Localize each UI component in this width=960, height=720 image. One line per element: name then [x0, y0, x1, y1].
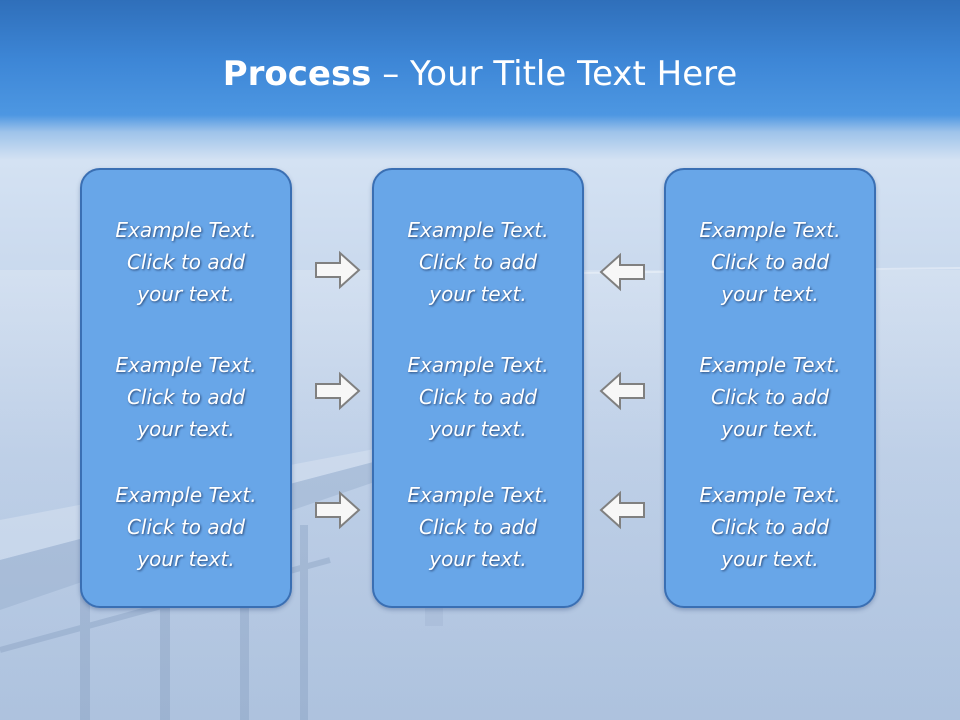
arrow-right-icon [315, 371, 361, 411]
title-bold: Process [222, 54, 372, 94]
text-line: your text. [429, 417, 527, 441]
text-block[interactable]: Example Text. Click to add your text. [374, 479, 582, 575]
arrow-left-icon [599, 371, 645, 411]
text-line: Example Text. [699, 218, 841, 242]
arrow-right-icon [315, 250, 361, 290]
text-line: Example Text. [699, 353, 841, 377]
text-line: Click to add [710, 515, 830, 539]
text-line: Click to add [126, 385, 246, 409]
text-block[interactable]: Example Text. Click to add your text. [82, 349, 290, 445]
title-rest: – Your Title Text Here [371, 54, 738, 94]
text-line: Click to add [418, 515, 538, 539]
arrow-right-icon [315, 490, 361, 530]
text-line: Click to add [126, 250, 246, 274]
text-line: Example Text. [115, 483, 257, 507]
text-line: your text. [137, 282, 235, 306]
center-panel[interactable]: Example Text. Click to add your text. Ex… [372, 168, 584, 608]
text-line: Example Text. [699, 483, 841, 507]
text-line: Click to add [710, 385, 830, 409]
slide-title: Process – Your Title Text Here [0, 50, 960, 98]
text-line: Example Text. [407, 218, 549, 242]
text-line: Example Text. [407, 353, 549, 377]
text-line: Example Text. [115, 218, 257, 242]
text-block[interactable]: Example Text. Click to add your text. [374, 349, 582, 445]
text-line: your text. [721, 547, 819, 571]
arrow-left-icon [599, 252, 645, 292]
text-line: your text. [137, 417, 235, 441]
text-block[interactable]: Example Text. Click to add your text. [82, 214, 290, 310]
text-line: Example Text. [407, 483, 549, 507]
text-line: Click to add [710, 250, 830, 274]
text-line: your text. [721, 417, 819, 441]
text-line: Click to add [418, 385, 538, 409]
text-line: your text. [429, 547, 527, 571]
text-block[interactable]: Example Text. Click to add your text. [666, 214, 874, 310]
text-block[interactable]: Example Text. Click to add your text. [666, 349, 874, 445]
text-line: your text. [429, 282, 527, 306]
text-line: Click to add [126, 515, 246, 539]
right-panel[interactable]: Example Text. Click to add your text. Ex… [664, 168, 876, 608]
text-line: Click to add [418, 250, 538, 274]
text-block[interactable]: Example Text. Click to add your text. [374, 214, 582, 310]
text-line: Example Text. [115, 353, 257, 377]
text-line: your text. [137, 547, 235, 571]
left-panel[interactable]: Example Text. Click to add your text. Ex… [80, 168, 292, 608]
text-block[interactable]: Example Text. Click to add your text. [82, 479, 290, 575]
text-block[interactable]: Example Text. Click to add your text. [666, 479, 874, 575]
text-line: your text. [721, 282, 819, 306]
arrow-left-icon [599, 490, 645, 530]
